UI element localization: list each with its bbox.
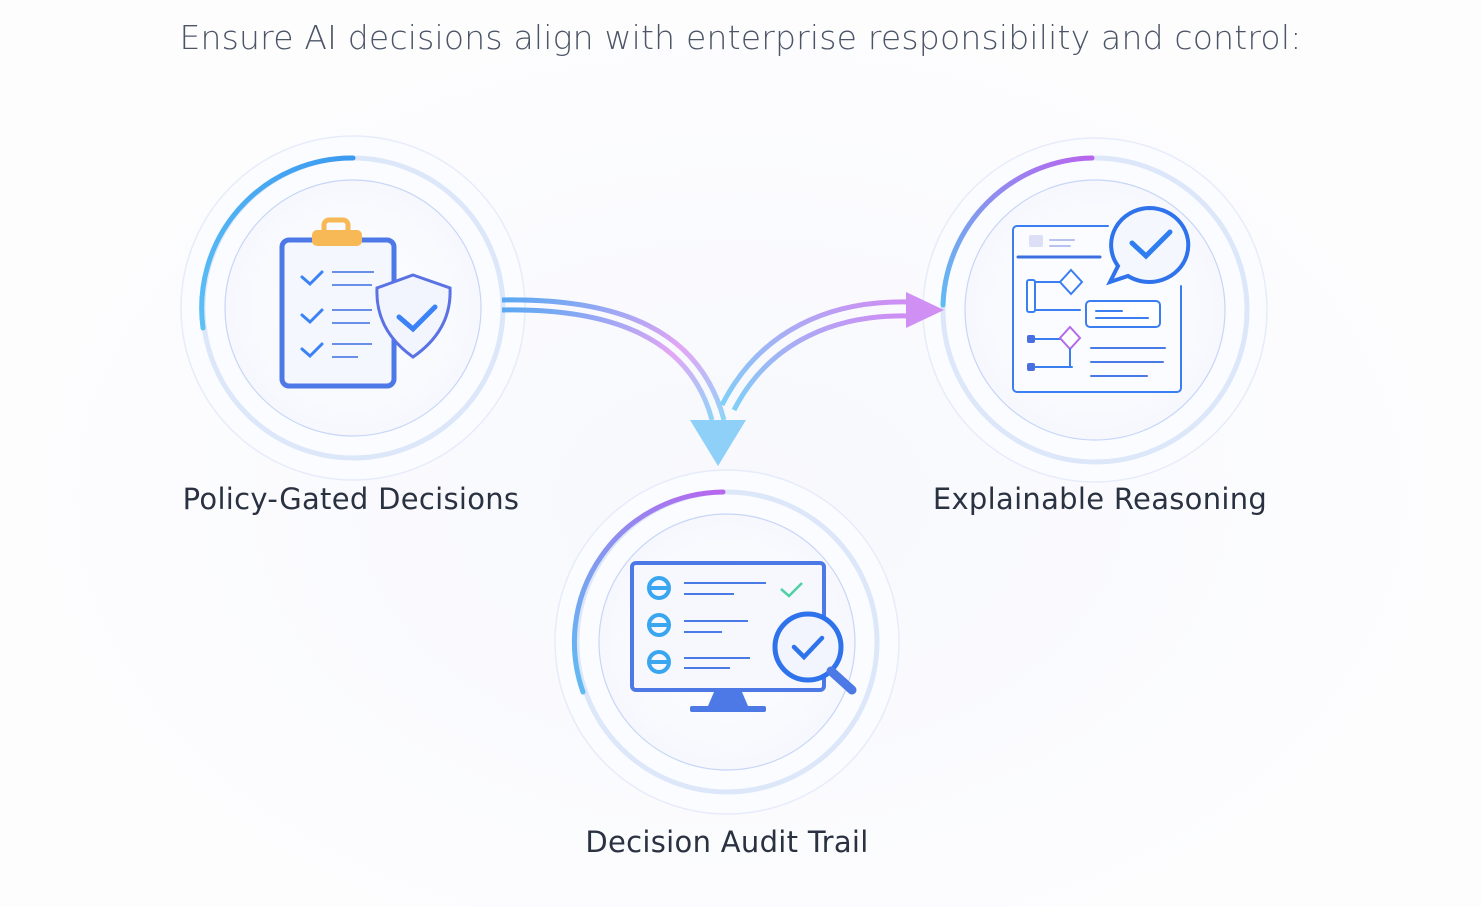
arrow-audit-to-explainable — [719, 292, 944, 412]
progress-arc — [940, 155, 1095, 308]
label-decision-audit-trail: Decision Audit Trail — [585, 825, 869, 859]
node-policy-gated — [180, 135, 526, 481]
progress-arc — [199, 155, 356, 331]
arrowhead-down-icon — [690, 420, 746, 466]
progress-arc — [571, 489, 726, 695]
arrow-policy-to-audit — [501, 297, 746, 466]
label-explainable-reasoning: Explainable Reasoning — [932, 482, 1268, 516]
node-explainable-reasoning — [922, 137, 1268, 483]
flowchart-speech-check-icon — [1012, 205, 1191, 393]
monitor-magnifier-icon — [630, 561, 857, 712]
page-title: Ensure AI decisions align with enterpris… — [179, 18, 1302, 57]
label-policy-gated-decisions: Policy-Gated Decisions — [182, 482, 520, 516]
clipboard-shield-icon — [279, 217, 452, 389]
node-decision-audit-trail — [554, 469, 900, 815]
arrowhead-right-icon — [906, 292, 944, 328]
